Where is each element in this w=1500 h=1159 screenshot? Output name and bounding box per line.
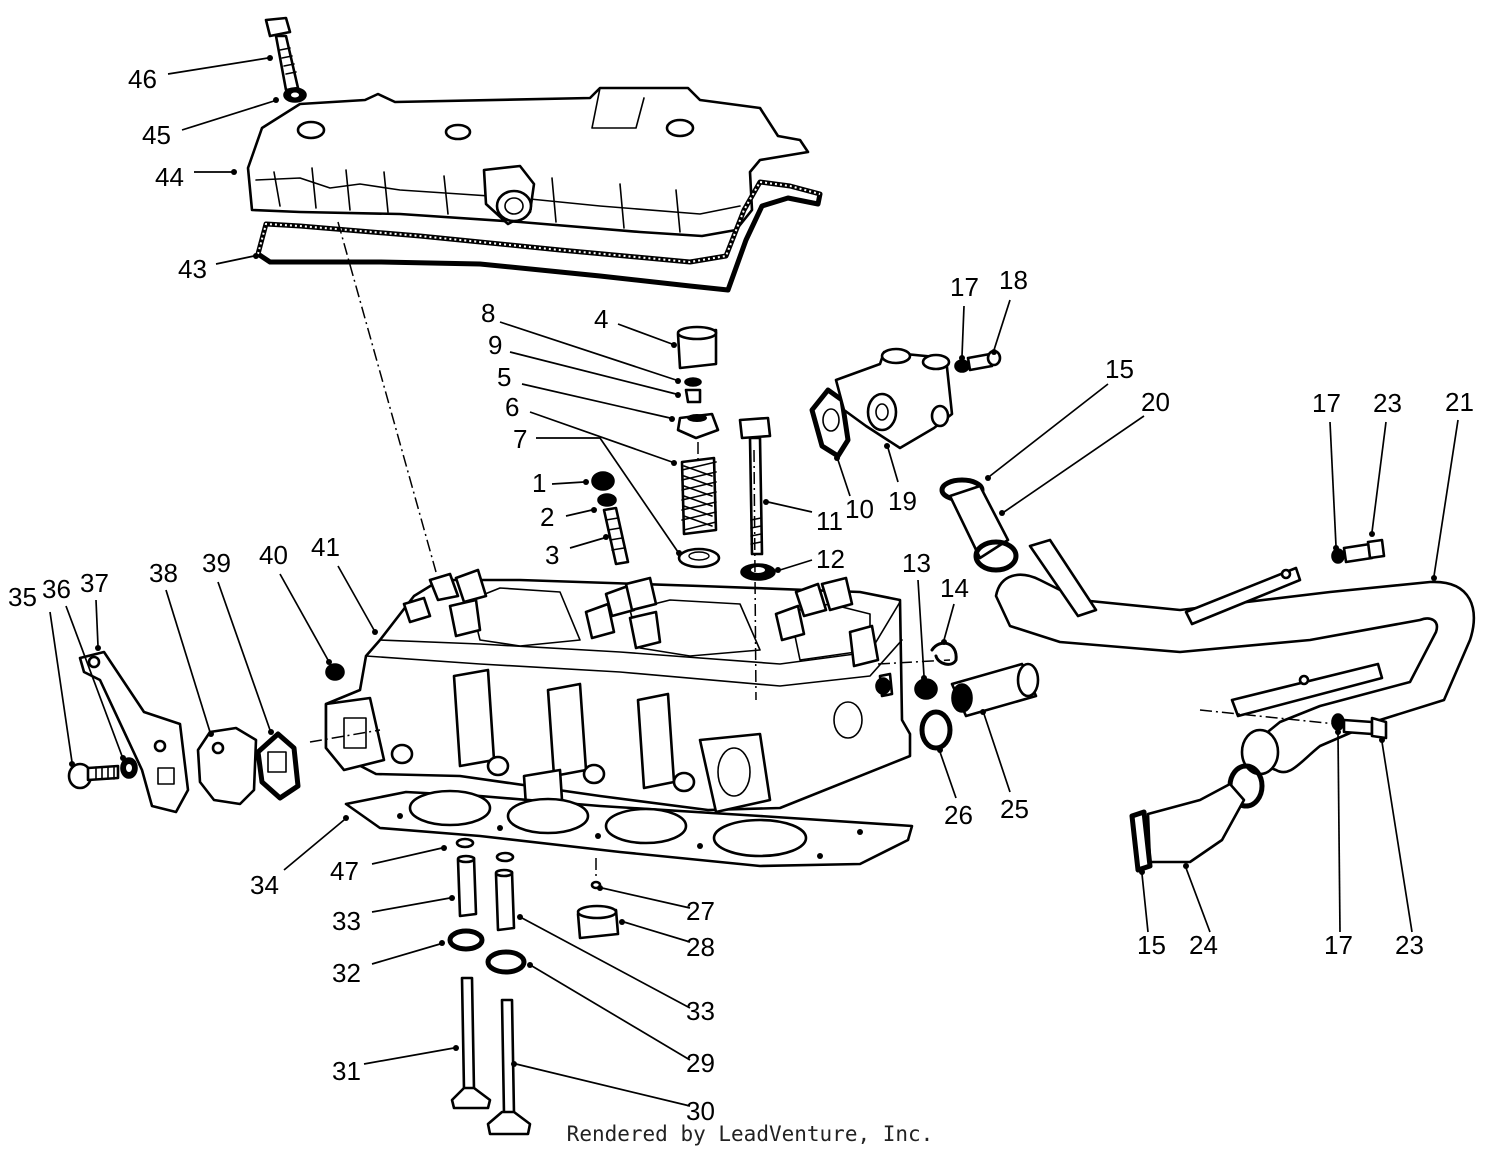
callout-5: 5 xyxy=(497,362,511,392)
callout-23-pipe-upper: 23 xyxy=(1373,388,1402,418)
cap-28 xyxy=(576,904,620,940)
head-bolt-washer xyxy=(740,563,776,581)
callout-8: 8 xyxy=(481,298,495,328)
sensor-25 xyxy=(950,662,1040,718)
callout-31: 31 xyxy=(332,1056,361,1086)
head-gasket xyxy=(344,789,914,868)
callout-44: 44 xyxy=(155,162,184,192)
callout-15-lower: 15 xyxy=(1137,930,1166,960)
spring-seat xyxy=(677,547,721,569)
valve-keeper xyxy=(684,377,702,404)
stud-washer xyxy=(597,493,617,507)
callout-32: 32 xyxy=(332,958,361,988)
callout-33-right: 33 xyxy=(686,996,715,1026)
water-pipe xyxy=(994,538,1476,776)
leader-lines xyxy=(49,55,1459,1107)
callout-9: 9 xyxy=(488,330,502,360)
callout-12: 12 xyxy=(816,544,845,574)
hose-lower xyxy=(1129,763,1265,873)
callout-10: 10 xyxy=(845,494,874,524)
hose-upper xyxy=(939,477,1019,573)
valve-seat-left xyxy=(447,928,485,952)
cover-washer xyxy=(283,87,307,103)
callout-43: 43 xyxy=(178,254,207,284)
callout-39: 39 xyxy=(202,548,231,578)
cover-bolt xyxy=(264,16,300,92)
small-plug xyxy=(325,663,345,681)
nut xyxy=(591,471,615,491)
seal-26 xyxy=(919,709,953,751)
plug-13 xyxy=(875,677,938,700)
callout-17: 17 xyxy=(950,272,979,302)
valve-seat-right xyxy=(485,949,527,975)
valve-right xyxy=(486,998,532,1136)
callout-11: 11 xyxy=(816,506,843,536)
callout-41: 41 xyxy=(311,532,340,562)
callout-36: 36 xyxy=(42,574,71,604)
callout-labels: 46 45 44 43 8 4 9 5 6 7 1 2 3 11 12 17 1… xyxy=(8,64,1474,1126)
housing-bolt xyxy=(954,349,1002,373)
rocker-cover-gasket xyxy=(255,179,823,293)
callout-14: 14 xyxy=(940,573,969,603)
callout-17-pipe-lower: 17 xyxy=(1324,930,1353,960)
callout-24: 24 xyxy=(1189,930,1218,960)
callout-18: 18 xyxy=(999,265,1028,295)
callout-19: 19 xyxy=(888,486,917,516)
callout-29: 29 xyxy=(686,1048,715,1078)
clip-14 xyxy=(930,641,958,666)
callout-6: 6 xyxy=(505,392,519,422)
callout-40: 40 xyxy=(259,540,288,570)
valve-left xyxy=(450,976,492,1110)
cylinder-head xyxy=(324,568,912,814)
alignment-lines xyxy=(309,221,1337,880)
cover-plate-gasket xyxy=(255,731,301,801)
engine-bracket xyxy=(78,650,190,814)
valve-spring xyxy=(680,456,718,536)
callout-4: 4 xyxy=(594,304,608,334)
callout-23-pipe-lower: 23 xyxy=(1395,930,1424,960)
callout-45: 45 xyxy=(142,120,171,150)
callout-30: 30 xyxy=(686,1096,715,1126)
callout-35: 35 xyxy=(8,582,37,612)
tappet xyxy=(676,325,718,370)
thermostat-housing xyxy=(834,347,954,450)
oring-47 xyxy=(455,837,515,863)
callout-28: 28 xyxy=(686,932,715,962)
callout-17-pipe-upper: 17 xyxy=(1312,388,1341,418)
callout-27: 27 xyxy=(686,896,715,926)
callout-15: 15 xyxy=(1105,354,1134,384)
callout-3: 3 xyxy=(545,540,559,570)
callout-37: 37 xyxy=(80,568,109,598)
callout-13: 13 xyxy=(902,548,931,578)
housing-gasket xyxy=(809,387,851,459)
pipe-bolt-lower xyxy=(1331,713,1388,740)
callout-33-left: 33 xyxy=(332,906,361,936)
bracket-washer xyxy=(120,757,138,779)
callout-1: 1 xyxy=(532,468,546,498)
rocker-cover xyxy=(246,86,810,238)
cover-plate xyxy=(196,726,258,806)
callout-47: 47 xyxy=(330,856,359,886)
valve-guide-left xyxy=(456,854,478,918)
head-bolt xyxy=(738,416,772,556)
stud xyxy=(602,506,630,566)
valve-guide-right xyxy=(494,868,516,932)
callout-26: 26 xyxy=(944,800,973,830)
pipe-bolt-upper xyxy=(1331,538,1386,564)
callout-38: 38 xyxy=(149,558,178,588)
callout-46: 46 xyxy=(128,64,157,94)
render-credit: Rendered by LeadVenture, Inc. xyxy=(566,1122,934,1146)
callout-21: 21 xyxy=(1445,387,1474,417)
spring-retainer xyxy=(676,412,720,440)
callout-34: 34 xyxy=(250,870,279,900)
bracket-bolt xyxy=(67,762,120,790)
callout-25: 25 xyxy=(1000,794,1029,824)
callout-7: 7 xyxy=(513,424,527,454)
callout-20: 20 xyxy=(1141,387,1170,417)
callout-2: 2 xyxy=(540,502,554,532)
